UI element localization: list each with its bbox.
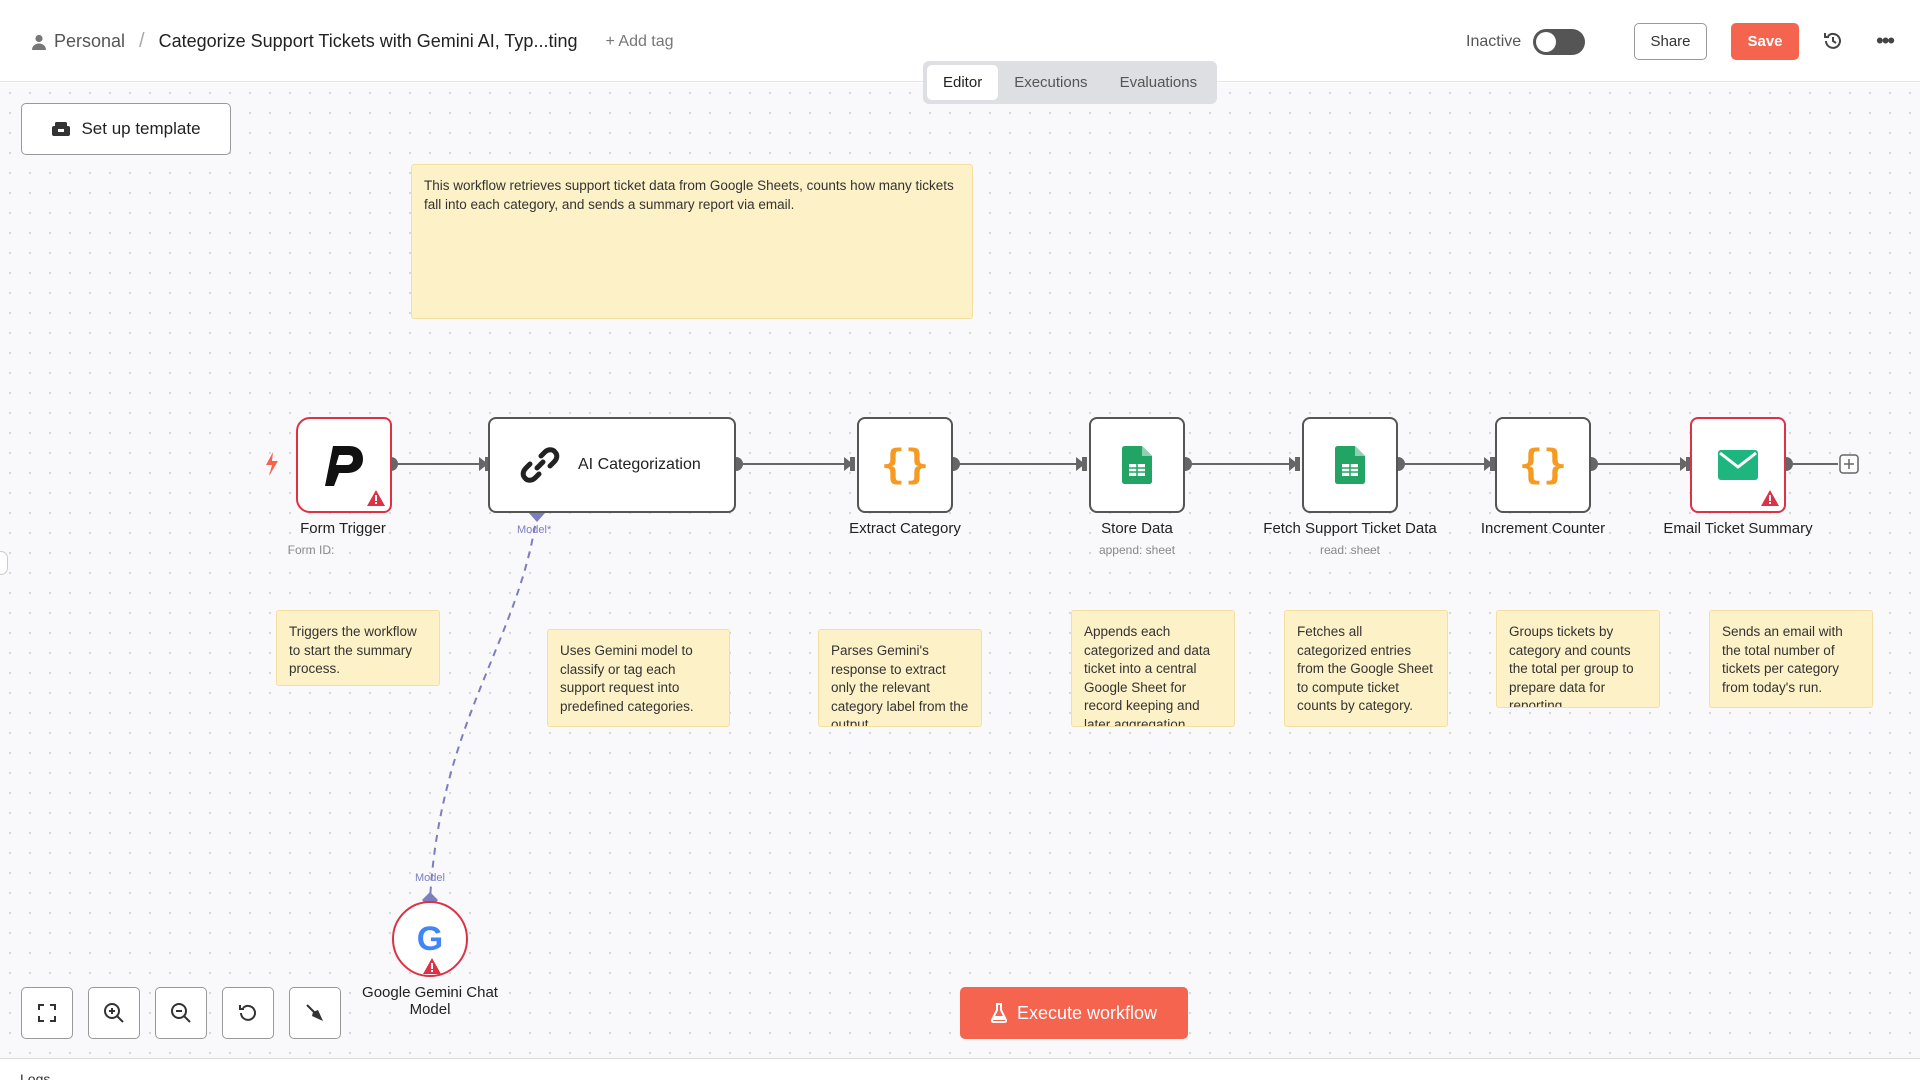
- fit-view-icon: [38, 1004, 56, 1022]
- tab-editor[interactable]: Editor: [927, 65, 999, 100]
- node-label: Increment Counter: [1480, 520, 1606, 537]
- breadcrumb: Personal / Categorize Support Tickets wi…: [30, 30, 674, 53]
- google-sheets-icon: [1335, 446, 1365, 484]
- more-options-icon[interactable]: •••: [1876, 28, 1895, 53]
- breadcrumb-separator: /: [139, 30, 145, 52]
- user-icon: [32, 34, 46, 50]
- node-label: Extract Category: [849, 520, 961, 537]
- left-panel-handle[interactable]: [0, 551, 8, 575]
- tidy-up-button[interactable]: [289, 987, 341, 1039]
- warning-icon: [367, 490, 385, 506]
- node-label: Email Ticket Summary: [1663, 520, 1813, 537]
- template-icon: [52, 122, 71, 136]
- sticky-note[interactable]: Fetches all categorized entries from the…: [1284, 610, 1448, 727]
- code-braces-icon: {}: [1518, 442, 1568, 488]
- setup-template-label: Set up template: [81, 119, 201, 138]
- node-email-ticket-summary[interactable]: [1690, 417, 1786, 513]
- sticky-note[interactable]: Sends an email with the total number of …: [1709, 610, 1873, 708]
- email-icon: [1718, 450, 1758, 480]
- workflow-title[interactable]: Categorize Support Tickets with Gemini A…: [158, 31, 578, 51]
- logs-panel[interactable]: Logs: [0, 1058, 1920, 1080]
- form-p-icon: [325, 446, 363, 486]
- node-extract-category[interactable]: {}: [857, 417, 953, 513]
- node-subtitle: append: sheet: [1098, 543, 1176, 557]
- flask-icon: [990, 1003, 1007, 1023]
- execute-workflow-button[interactable]: Execute workflow: [960, 987, 1188, 1039]
- node-increment-counter[interactable]: {}: [1495, 417, 1591, 513]
- broom-icon: [306, 1004, 323, 1021]
- trigger-bolt-icon: [266, 452, 278, 476]
- code-braces-icon: {}: [880, 442, 930, 488]
- link-icon: [520, 447, 560, 483]
- node-label: Google Gemini Chat Model: [362, 984, 498, 1018]
- node-store-data[interactable]: [1089, 417, 1185, 513]
- sticky-note-overview[interactable]: This workflow retrieves support ticket d…: [411, 164, 973, 319]
- warning-icon: [1761, 490, 1779, 506]
- node-ai-categorization[interactable]: AI Categorization: [488, 417, 736, 513]
- sticky-note[interactable]: Uses Gemini model to classify or tag eac…: [547, 629, 730, 727]
- active-toggle[interactable]: [1533, 29, 1585, 55]
- view-tabs: Editor Executions Evaluations: [923, 61, 1218, 104]
- save-button[interactable]: Save: [1731, 23, 1799, 60]
- sticky-note[interactable]: Parses Gemini's response to extract only…: [818, 629, 982, 727]
- undo-icon: [239, 1004, 256, 1021]
- warning-icon: [423, 958, 441, 974]
- sticky-note[interactable]: Groups tickets by category and counts th…: [1496, 610, 1660, 708]
- node-fetch-support-ticket-data[interactable]: [1302, 417, 1398, 513]
- add-tag-button[interactable]: + Add tag: [605, 32, 674, 50]
- active-status-label: Inactive: [1466, 33, 1522, 50]
- node-label: Store Data: [1101, 520, 1173, 537]
- toggle-knob: [1536, 32, 1556, 52]
- node-form-trigger[interactable]: [296, 417, 392, 513]
- share-button[interactable]: Share: [1634, 23, 1707, 60]
- reset-zoom-button[interactable]: [222, 987, 274, 1039]
- execute-workflow-label: Execute workflow: [1016, 1002, 1158, 1023]
- tab-evaluations[interactable]: Evaluations: [1119, 74, 1198, 91]
- model-handle-label: Model: [415, 872, 445, 884]
- logs-label: Logs: [20, 1071, 51, 1080]
- model-handle-label: Model*: [517, 524, 552, 536]
- node-label: Fetch Support Ticket Data: [1263, 520, 1437, 537]
- zoom-in-icon: [104, 1003, 124, 1023]
- node-google-gemini-chat-model[interactable]: G: [392, 901, 468, 977]
- node-label: AI Categorization: [578, 456, 701, 473]
- zoom-out-icon: [171, 1003, 191, 1023]
- breadcrumb-personal[interactable]: Personal: [54, 31, 126, 51]
- google-sheets-icon: [1122, 446, 1152, 484]
- sticky-note[interactable]: Triggers the workflow to start the summa…: [276, 610, 440, 686]
- node-subtitle: Form ID:: [287, 543, 335, 557]
- setup-template-button[interactable]: Set up template: [21, 103, 231, 155]
- google-icon: G: [416, 919, 444, 958]
- node-subtitle: read: sheet: [1319, 543, 1381, 557]
- node-label: Form Trigger: [300, 520, 386, 537]
- history-icon[interactable]: [1822, 30, 1844, 52]
- fit-view-button[interactable]: [21, 987, 73, 1039]
- sticky-note[interactable]: Appends each categorized and data ticket…: [1071, 610, 1235, 727]
- zoom-in-button[interactable]: [88, 987, 140, 1039]
- tab-executions[interactable]: Executions: [1014, 74, 1088, 91]
- zoom-out-button[interactable]: [155, 987, 207, 1039]
